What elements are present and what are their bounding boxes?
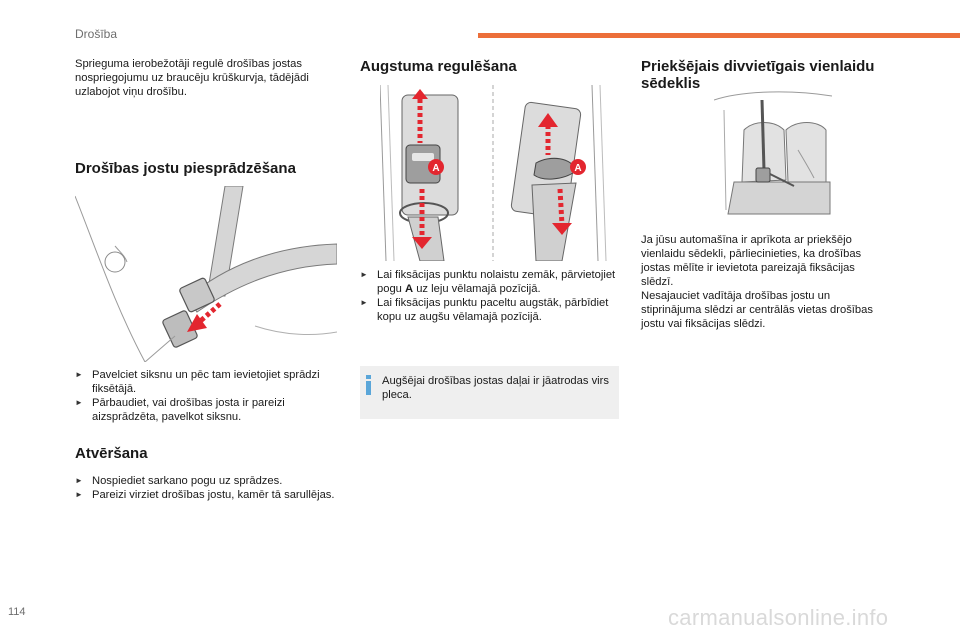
height-steps: ►Lai fiksācijas punktu nolaistu zemāk, p… xyxy=(360,268,620,324)
front-bench-illustration xyxy=(714,90,832,223)
front-bench-text: Ja jūsu automašīna ir aprīkota ar priekš… xyxy=(641,233,941,331)
page-number: 114 xyxy=(8,606,26,618)
list-item: ►Pavelciet siksnu un pēc tam ievietojiet… xyxy=(75,369,320,395)
bench-paragraph-2: Nesajauciet vadītāja drošības jostu un s… xyxy=(641,290,873,330)
fasten-heading: Drošības jostu piesprādzēšana xyxy=(75,160,296,177)
height-heading-wrap: Augstuma regulēšana xyxy=(360,58,620,75)
height-illustration: A A xyxy=(380,85,609,261)
header-accent-bar xyxy=(478,33,960,38)
arrow-bullet-icon: ► xyxy=(75,476,83,485)
button-a-marker-right: A xyxy=(570,159,586,175)
info-icon xyxy=(366,375,371,395)
insert-direction-arrow-icon xyxy=(187,302,222,332)
list-item: ►Pārbaudiet, vai drošības josta ir parei… xyxy=(75,397,285,423)
move-down-arrow-icon xyxy=(412,89,432,249)
unfasten-heading: Atvēršana xyxy=(75,445,148,462)
intro-paragraph: Sprieguma ierobežotāji regulē drošības j… xyxy=(75,58,309,98)
height-heading: Augstuma regulēšana xyxy=(360,58,517,75)
unfasten-steps: ►Nospiediet sarkano pogu uz sprādzes. ►P… xyxy=(75,474,337,502)
arrow-bullet-icon: ► xyxy=(360,298,368,307)
list-item: ►Lai fiksācijas punktu paceltu augstāk, … xyxy=(360,297,609,323)
arrow-bullet-icon: ► xyxy=(75,398,83,407)
list-item: ►Pareizi virziet drošības jostu, kamēr t… xyxy=(75,489,335,501)
bench-seat-drawing xyxy=(714,91,832,215)
arrow-bullet-icon: ► xyxy=(75,370,83,379)
svg-text:A: A xyxy=(432,163,439,174)
svg-text:A: A xyxy=(574,163,581,174)
button-a-marker: A xyxy=(428,159,444,175)
arrow-bullet-icon: ► xyxy=(75,490,83,499)
arrow-bullet-icon: ► xyxy=(360,270,368,279)
fasten-heading-wrap: Drošības jostu piesprādzēšana xyxy=(75,160,345,177)
bench-paragraph-1: Ja jūsu automašīna ir aprīkota ar priekš… xyxy=(641,234,862,288)
info-text: Augšējai drošības jostas daļai ir jāatro… xyxy=(382,375,609,401)
info-box: Augšējai drošības jostas daļai ir jāatro… xyxy=(360,366,619,419)
seatbelt-buckle-drawing xyxy=(75,186,337,362)
watermark-text: carmanualsonline.info xyxy=(668,605,889,630)
move-up-arrow-icon xyxy=(538,113,572,235)
column-left: Sprieguma ierobežotāji regulē drošības j… xyxy=(75,57,337,99)
height-adjust-drawing: A A xyxy=(380,85,607,261)
list-item: ►Lai fiksācijas punktu nolaistu zemāk, p… xyxy=(360,269,616,295)
fasten-steps: ►Pavelciet siksnu un pēc tam ievietojiet… xyxy=(75,368,337,424)
section-label: Drošība xyxy=(75,27,118,41)
fasten-illustration xyxy=(75,186,337,362)
unfasten-heading-wrap: Atvēršana xyxy=(75,445,337,462)
list-item: ►Nospiediet sarkano pogu uz sprādzes. xyxy=(75,475,283,487)
